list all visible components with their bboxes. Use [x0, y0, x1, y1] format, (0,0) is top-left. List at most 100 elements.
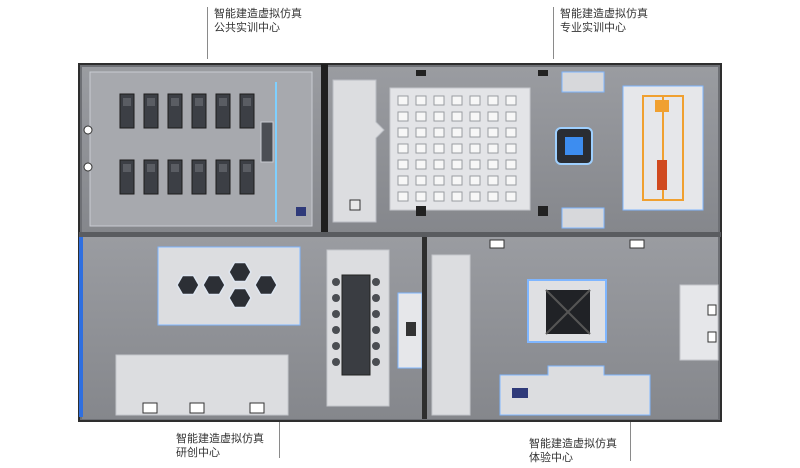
reception-zone [499, 365, 651, 416]
audience-seat [433, 111, 445, 122]
desk-monitor [147, 164, 155, 172]
audience-seat [451, 127, 463, 138]
audience-seat [397, 191, 409, 202]
audience-seat [469, 159, 481, 170]
chair [332, 358, 340, 366]
chair [372, 326, 380, 334]
audience-seat [505, 191, 517, 202]
leader-line-rd [279, 416, 280, 458]
desk-monitor [195, 164, 203, 172]
desk-monitor [147, 98, 155, 106]
lounge-sign-1 [142, 402, 158, 414]
audience-seat [397, 143, 409, 154]
audience-seat [415, 111, 427, 122]
chair [332, 342, 340, 350]
label-public-line2: 公共实训中心 [214, 21, 280, 34]
audience-seat [469, 127, 481, 138]
side-panel-exp [679, 284, 719, 361]
audience-seat [505, 95, 517, 106]
audience-seat [397, 127, 409, 138]
audience-seat [415, 143, 427, 154]
audience-seat [397, 95, 409, 106]
audience-seat [487, 143, 499, 154]
audience-seat [415, 127, 427, 138]
cabinet-top [561, 71, 605, 93]
chair [372, 342, 380, 350]
audience-seat [433, 191, 445, 202]
audience-seat [487, 95, 499, 106]
meeting-chairs [332, 278, 380, 366]
meeting-table [341, 274, 371, 376]
label-public-training-center: 智能建造虚拟仿真 公共实训中心 [214, 7, 302, 35]
hex-table [202, 274, 226, 296]
hex-table [254, 274, 278, 296]
corridor-wall [79, 232, 721, 237]
desk-monitor [171, 98, 179, 106]
chair [332, 310, 340, 318]
label-exp-line1: 智能建造虚拟仿真 [529, 437, 617, 450]
desk-monitor [123, 98, 131, 106]
partition-wall [321, 64, 328, 232]
label-rd-center: 智能建造虚拟仿真 研创中心 [176, 432, 264, 460]
audience-seat [469, 111, 481, 122]
desk-monitor [171, 164, 179, 172]
label-pro-line1: 智能建造虚拟仿真 [560, 7, 648, 20]
audience-seat [505, 175, 517, 186]
audience-seat [415, 175, 427, 186]
audience-seat [469, 143, 481, 154]
lounge-sign-3 [249, 402, 265, 414]
door-marker-public-2 [83, 162, 93, 172]
audience-seat [469, 175, 481, 186]
room-rd-center [79, 237, 423, 419]
audience-seat [433, 143, 445, 154]
presenter-icon [349, 199, 361, 211]
audience-seat [505, 143, 517, 154]
audience-seat [451, 191, 463, 202]
audience-seat [487, 175, 499, 186]
desk-monitor [219, 164, 227, 172]
audience-seat [397, 111, 409, 122]
leader-line-professional [553, 7, 554, 59]
audience-seat [451, 159, 463, 170]
hex-table-group [176, 261, 278, 309]
audience-seat [451, 111, 463, 122]
audience-seat [397, 175, 409, 186]
reception-desk [512, 388, 528, 398]
desk-monitor [219, 98, 227, 106]
label-exp-line2: 体验中心 [529, 451, 573, 464]
label-rd-line1: 智能建造虚拟仿真 [176, 432, 264, 445]
audience-seat [505, 111, 517, 122]
chair [372, 310, 380, 318]
chair [372, 358, 380, 366]
label-experience-center: 智能建造虚拟仿真 体验中心 [529, 437, 617, 465]
label-rd-line2: 研创中心 [176, 446, 220, 459]
label-professional-training-center: 智能建造虚拟仿真 专业实训中心 [560, 7, 648, 35]
desk-monitor [243, 98, 251, 106]
audience-seat [415, 159, 427, 170]
chair [372, 294, 380, 302]
desk-monitor [123, 164, 131, 172]
hex-table [228, 261, 252, 283]
lectern-public [260, 121, 274, 163]
sign-top-1 [489, 239, 505, 249]
audience-seat [505, 159, 517, 170]
chair [332, 326, 340, 334]
sign-top-2 [629, 239, 645, 249]
stage-area-pro [332, 79, 385, 223]
hex-table [228, 287, 252, 309]
entrance-corridor [431, 254, 471, 416]
audience-seat [415, 191, 427, 202]
audience-seat [433, 95, 445, 106]
audience-seat [487, 159, 499, 170]
audience-seat [433, 175, 445, 186]
audience-seat [505, 127, 517, 138]
chair [372, 278, 380, 286]
audience-seat [397, 159, 409, 170]
lounge-sign-2 [189, 402, 205, 414]
audience-seat [487, 111, 499, 122]
camera-icon-public [296, 207, 306, 216]
divider-wall-bottom [422, 237, 427, 419]
audience-seat [451, 143, 463, 154]
audience-seat [433, 159, 445, 170]
